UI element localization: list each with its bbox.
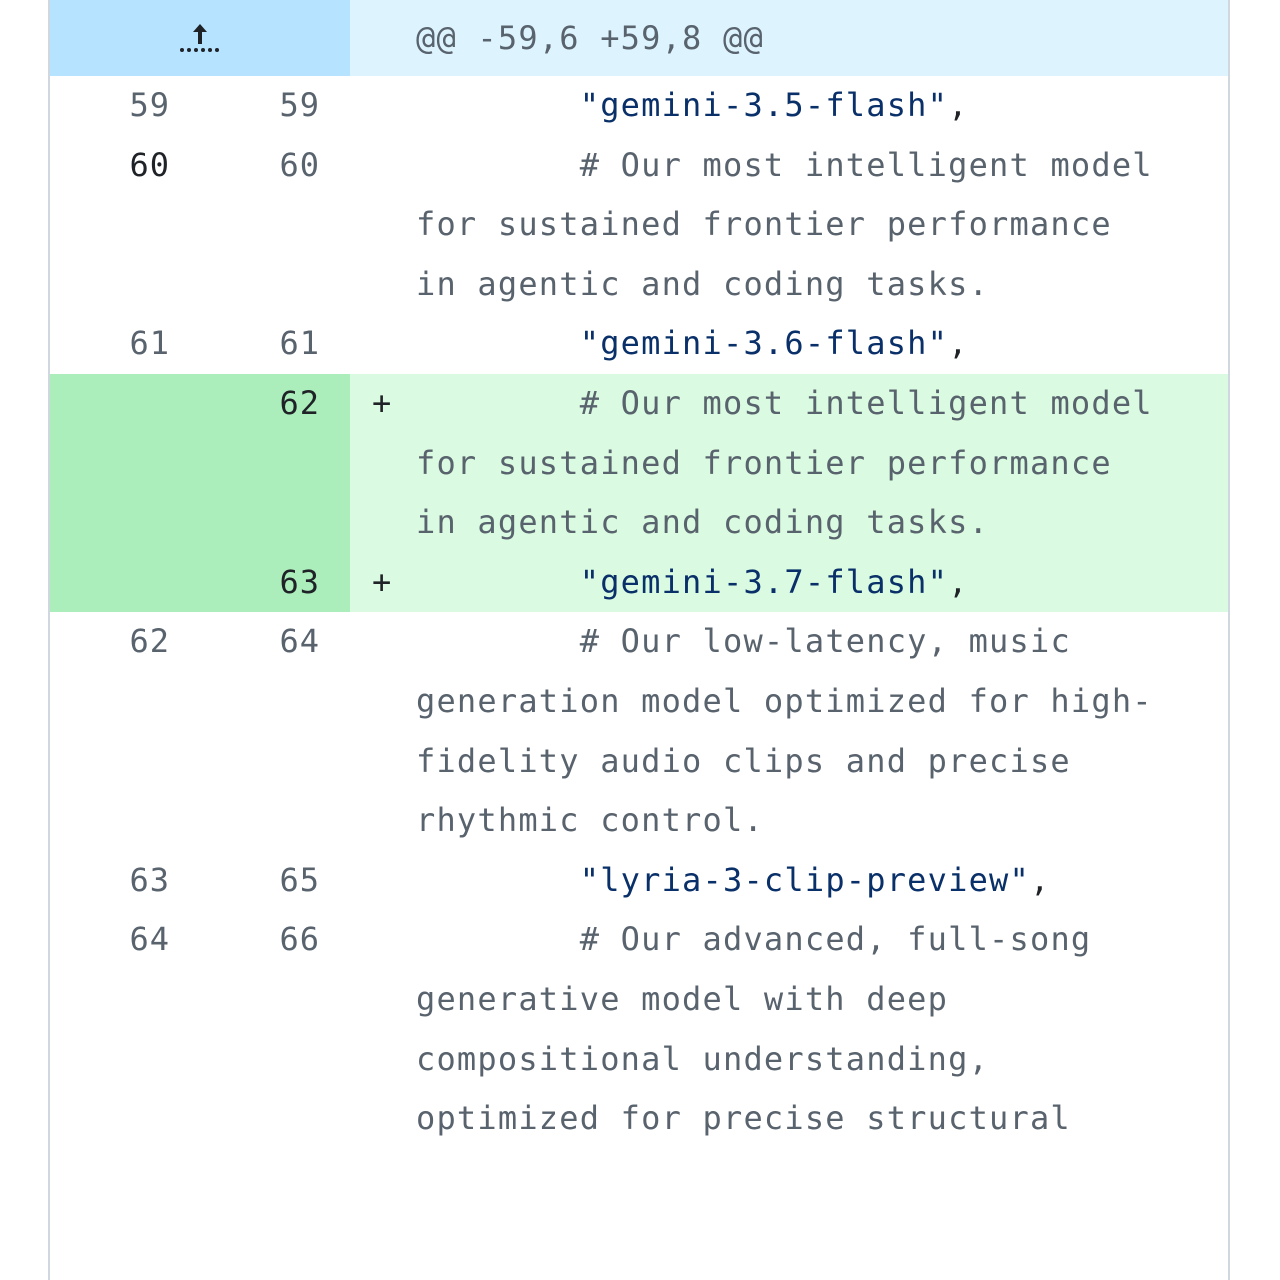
code-indent [416,622,580,660]
diff-marker [350,910,416,1148]
code-indent [416,861,580,899]
code-line: "gemini-3.5-flash", [416,76,1228,136]
new-line-number[interactable]: 66 [279,920,320,959]
context-line-row: 62 64 # Our low-latency, music generation… [50,612,1228,850]
diff-marker: + [372,562,392,601]
old-line-number[interactable]: 59 [129,86,170,124]
hunk-expand-gutter[interactable] [50,0,350,76]
code-comment: # Our low-latency, music generation mode… [416,622,1153,840]
new-line-number[interactable]: 61 [279,324,320,363]
new-line-number[interactable]: 63 [279,562,320,601]
code-string: "gemini-3.7-flash" [579,562,949,601]
context-line-row: 63 65 "lyria-3-clip-preview", [50,851,1228,911]
code-indent [416,563,580,601]
code-line: # Our advanced, full-song generative mod… [416,910,1228,1148]
hunk-header-text: @@ -59,6 +59,8 @@ [416,19,764,57]
old-line-number[interactable] [50,374,200,553]
new-line-number[interactable]: 62 [279,383,320,422]
old-line-number[interactable]: 60 [129,145,170,184]
code-string: "gemini-3.6-flash" [579,324,949,363]
context-line-row: 64 66 # Our advanced, full-song generativ… [50,910,1228,1148]
code-line: # Our low-latency, music generation mode… [416,612,1228,850]
diff-lines: 59 59 "gemini-3.5-flash", 60 60 # Our most … [50,76,1228,1149]
code-comment: # Our most intelligent model for sustain… [416,145,1174,303]
added-line-row: 62 + # Our most intelligent model for sus… [50,373,1228,553]
code-punctuation: , [1029,860,1051,899]
context-line-row: 61 61 "gemini-3.6-flash", [50,314,1228,374]
context-line-row: 60 60 # Our most intelligent model for su… [50,136,1228,315]
code-indent [416,324,580,362]
old-line-number[interactable]: 63 [129,860,170,899]
diff-marker [350,612,416,850]
code-string: "gemini-3.5-flash" [579,86,949,124]
line-number-gutter: 62 64 [50,612,350,850]
code-punctuation: , [948,86,969,124]
new-line-number[interactable]: 60 [279,145,320,184]
code-indent [416,920,580,958]
code-line: "lyria-3-clip-preview", [416,851,1228,911]
diff-marker [350,851,416,911]
diff-marker [350,314,416,374]
new-line-number[interactable]: 64 [279,622,320,661]
new-line-number[interactable]: 65 [279,860,320,899]
diff-marker [350,76,416,136]
line-number-gutter: 64 66 [50,910,350,1148]
code-comment: # Our advanced, full-song generative mod… [416,920,1112,1138]
code-indent [416,146,580,184]
code-string: "lyria-3-clip-preview" [579,860,1030,899]
new-line-number[interactable]: 59 [279,86,320,124]
diff-marker [350,136,416,315]
line-number-gutter: 63 65 [50,851,350,911]
diff-marker: + [372,383,392,422]
code-indent [416,384,580,422]
old-line-number[interactable]: 62 [129,622,170,661]
diff-view: @@ -59,6 +59,8 @@ 59 59 "gemini-3.5-flash… [48,0,1230,1280]
code-punctuation: , [948,562,969,601]
code-comment: # Our most intelligent model for sustain… [416,383,1174,542]
line-number-gutter: 62 [50,373,350,553]
old-line-number[interactable]: 61 [129,324,170,363]
line-number-gutter: 63 [50,552,350,613]
code-line: "gemini-3.7-flash", [416,553,1228,613]
line-number-gutter: 59 59 [50,76,350,136]
old-line-number[interactable] [50,553,200,613]
code-indent [416,86,580,124]
code-line: # Our most intelligent model for sustain… [416,374,1228,553]
hunk-header-row: @@ -59,6 +59,8 @@ [50,0,1228,76]
code-line: "gemini-3.6-flash", [416,314,1228,374]
code-punctuation: , [948,324,969,363]
line-number-gutter: 61 61 [50,314,350,374]
code-line: # Our most intelligent model for sustain… [416,136,1228,315]
expand-up-icon[interactable] [176,18,224,58]
old-line-number[interactable]: 64 [129,920,170,959]
added-line-row: 63 + "gemini-3.7-flash", [50,552,1228,613]
context-line-row: 59 59 "gemini-3.5-flash", [50,76,1228,136]
line-number-gutter: 60 60 [50,136,350,315]
